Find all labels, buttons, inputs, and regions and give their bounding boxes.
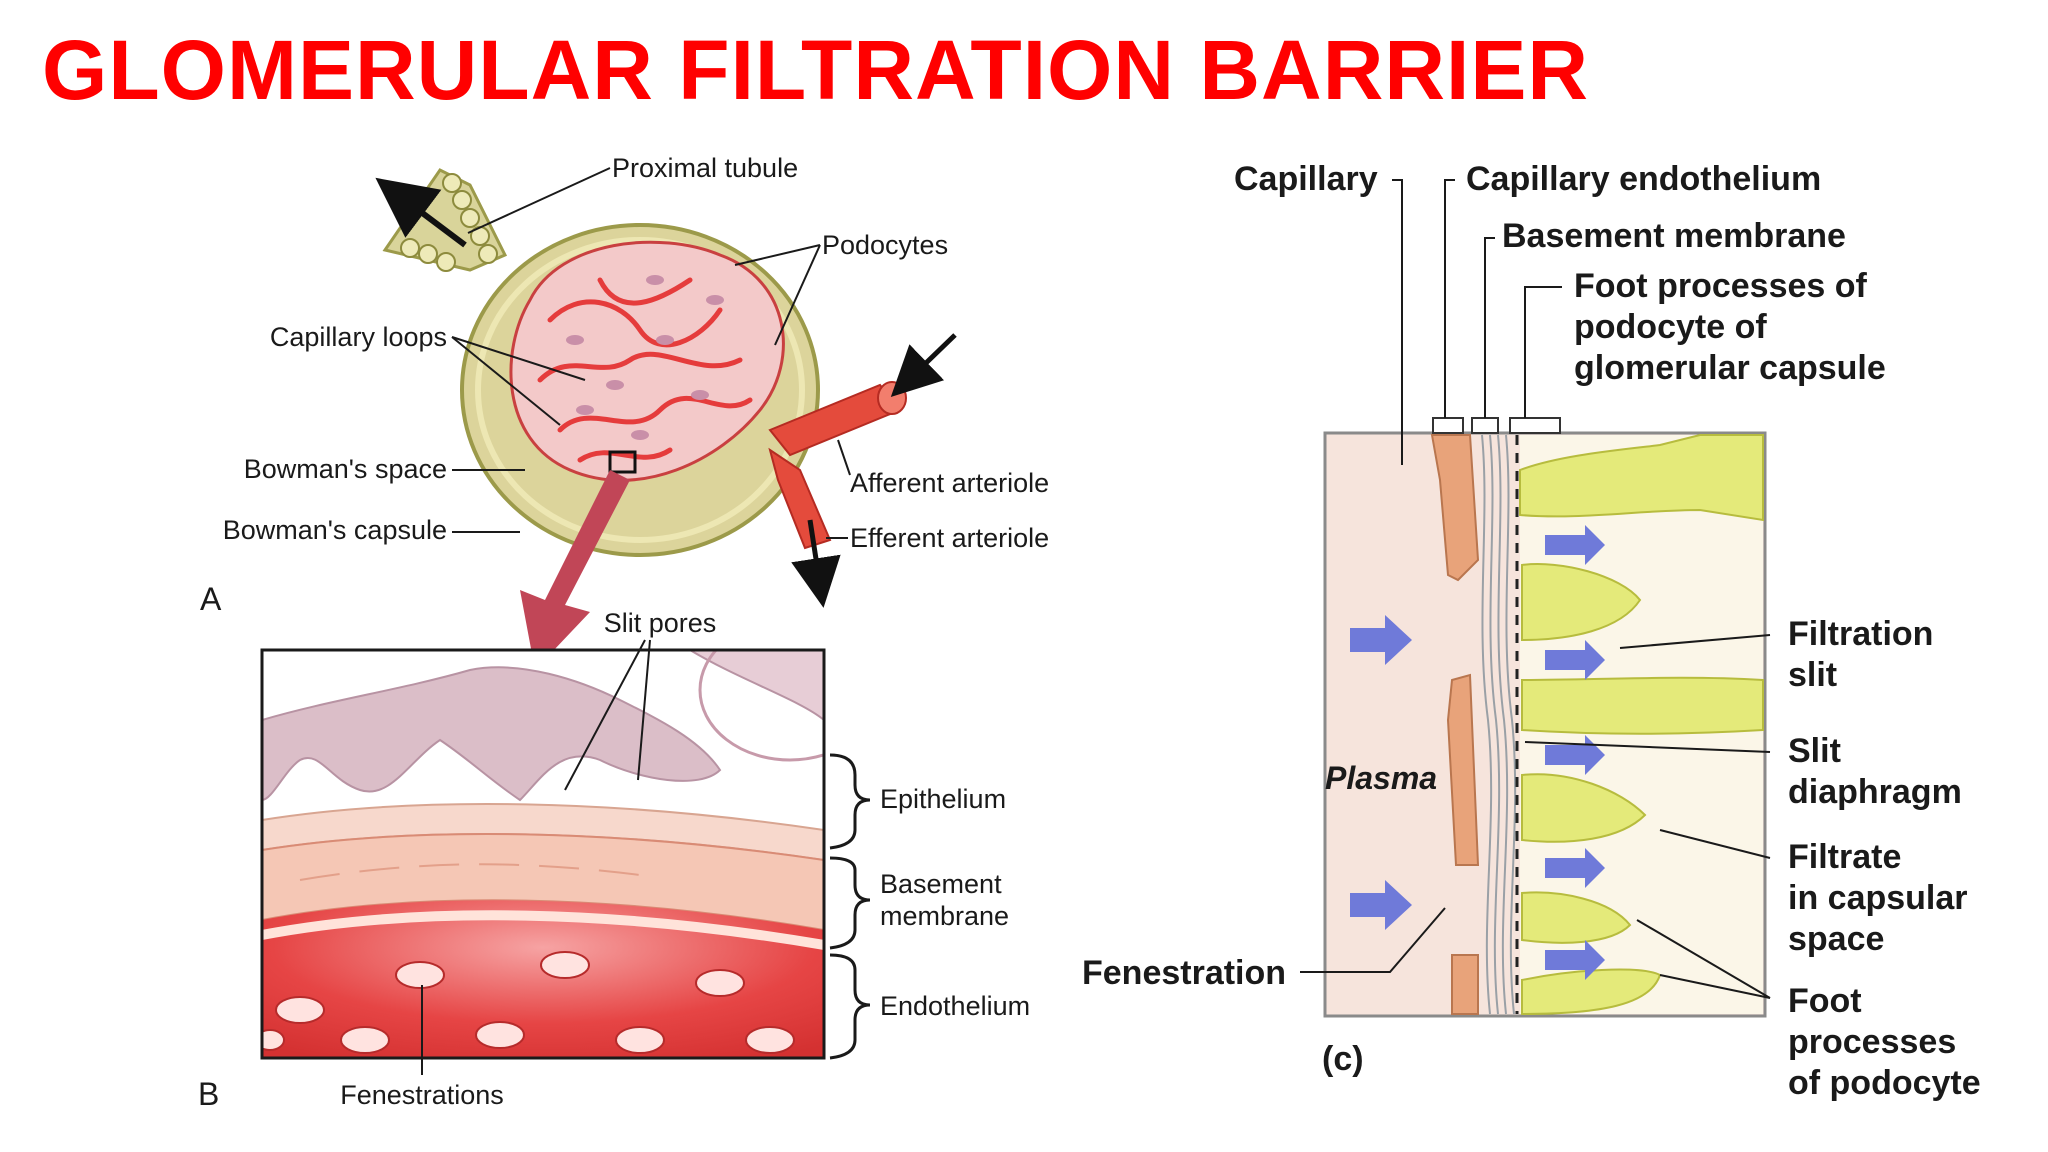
label-basement-membrane-2: membrane [880, 901, 1009, 931]
panel-a-letter: A [200, 581, 222, 617]
panel-a-glomerulus: Proximal tubule Podocytes Capillary loop… [200, 153, 1049, 670]
filtration-arrows [1350, 525, 1605, 980]
label-capillary-endothelium: Capillary endothelium [1466, 160, 1821, 198]
label-bowmans-space: Bowman's space [244, 454, 447, 484]
label-podocytes: Podocytes [822, 230, 948, 260]
afferent-flow-arrow [890, 333, 957, 397]
panel-c-schematic: Capillary Capillary endothelium Basement… [1082, 160, 1981, 1102]
efferent-arteriole-shape [768, 447, 832, 550]
label-filtration-slit-1: Filtration [1788, 615, 1933, 653]
label-foot-processes-3: glomerular capsule [1574, 349, 1886, 387]
label-endothelium: Endothelium [880, 991, 1030, 1021]
label-filtrate-1: Filtrate [1788, 838, 1901, 876]
label-foot-podocyte-2: processes [1788, 1023, 1956, 1061]
panel-b-letter: B [198, 1076, 219, 1112]
panel-b-braces [829, 753, 871, 1060]
label-efferent-arteriole: Efferent arteriole [850, 523, 1049, 553]
outflow-arrow [375, 177, 467, 248]
label-fenestration: Fenestration [1082, 954, 1286, 992]
label-filtration-slit-2: slit [1788, 656, 1837, 694]
label-basement-membrane-1: Basement [880, 869, 1002, 899]
basement-membrane-lines [1481, 434, 1517, 1015]
label-bowmans-capsule: Bowman's capsule [223, 515, 447, 545]
label-foot-processes-2: podocyte of [1574, 308, 1767, 346]
panel-c-top-leaders [1300, 179, 1771, 999]
label-foot-podocyte-1: Foot [1788, 982, 1862, 1020]
label-basement-membrane: Basement membrane [1502, 217, 1846, 255]
label-plasma: Plasma [1325, 760, 1437, 796]
foot-processes [1519, 434, 1764, 1016]
label-epithelium: Epithelium [880, 784, 1006, 814]
endothelium-segments [1430, 434, 1480, 1015]
page-title: GLOMERULAR FILTRATION BARRIER [42, 23, 1590, 117]
capillary-loop-paths [537, 277, 753, 463]
panel-c-letter: (c) [1322, 1040, 1364, 1078]
efferent-flow-arrow [791, 519, 841, 608]
layer-tabs [1432, 417, 1561, 434]
label-fenestrations: Fenestrations [340, 1080, 504, 1110]
panel-b-cross-section: Slit pores Epithelium Basement membrane … [198, 608, 1030, 1112]
panel-a-leaders [451, 167, 851, 539]
label-filtrate-2: in capsular [1788, 879, 1968, 917]
label-foot-podocyte-3: of podocyte [1788, 1064, 1981, 1102]
label-proximal-tubule: Proximal tubule [612, 153, 798, 183]
fenestration-holes [262, 951, 795, 1054]
label-slit-pores: Slit pores [604, 608, 717, 638]
zoom-arrow [520, 470, 630, 670]
label-filtrate-3: space [1788, 920, 1884, 958]
zoom-box [608, 450, 637, 474]
podocyte-dots [566, 275, 724, 440]
label-slit-diaphragm-2: diaphragm [1788, 773, 1962, 811]
label-slit-diaphragm-1: Slit [1788, 732, 1841, 770]
label-afferent-arteriole: Afferent arteriole [850, 468, 1049, 498]
label-capillary: Capillary [1234, 160, 1378, 198]
tubule-cells [400, 173, 498, 272]
label-foot-processes-1: Foot processes of [1574, 267, 1868, 305]
label-capillary-loops: Capillary loops [270, 322, 447, 352]
